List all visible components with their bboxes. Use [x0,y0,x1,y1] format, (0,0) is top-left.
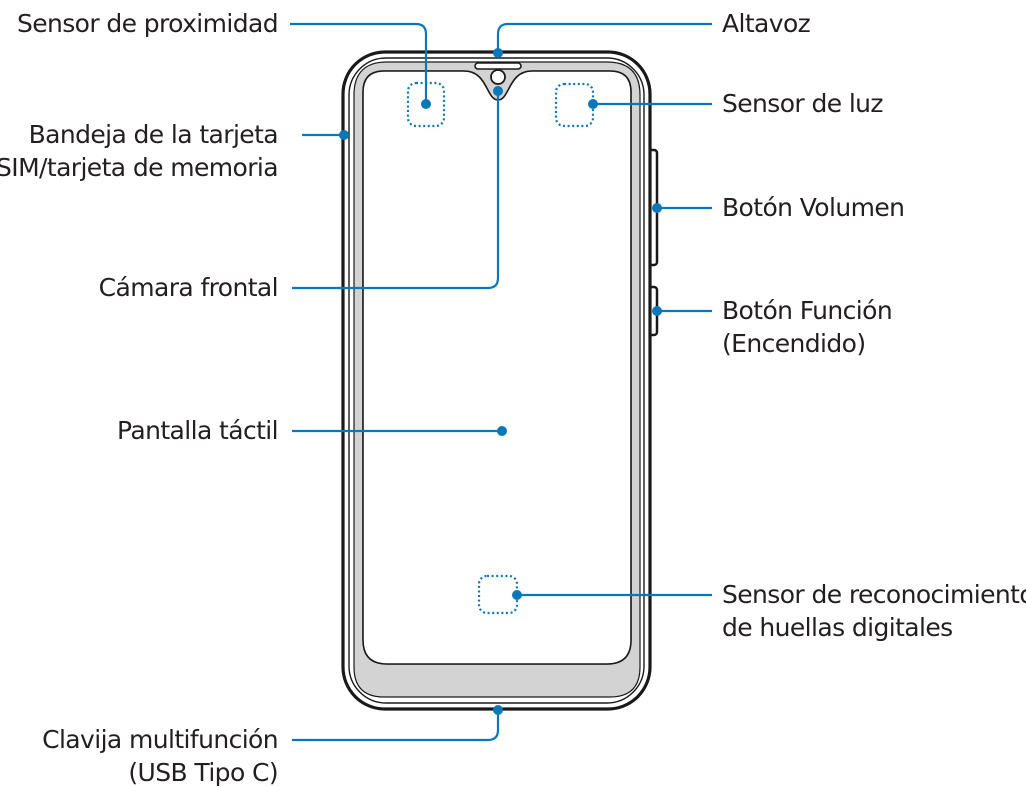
speaker-label: Altavoz [722,9,811,38]
proximity-sensor-leader [290,22,428,104]
side-key-dot [652,306,662,316]
front-camera-lens [490,69,506,85]
volume-key-dot [652,203,662,213]
proximity-sensor-label: Sensor de proximidad [16,9,279,38]
front-camera-leader [292,91,500,290]
fingerprint-sensor-label: Sensor de reconocimiento de huellas digi… [722,580,1026,642]
sim-tray-label: Bandeja de la tarjeta SIM/tarjeta de mem… [0,120,279,182]
speaker-leader [496,22,712,53]
phone-frame-inner [348,57,645,704]
fingerprint-sensor-area [477,574,519,615]
proximity-sensor-dot [421,99,431,109]
light-sensor-dot [588,99,598,109]
multipurpose-jack-leader [292,710,500,742]
fingerprint-sensor-dot [512,590,522,600]
light-sensor-label: Sensor de luz [722,89,884,118]
side-key-label: Botón Función (Encendido) [722,296,893,358]
speaker-slot [474,62,522,70]
multipurpose-jack-dot [493,705,503,715]
front-camera-dot [493,86,503,96]
multipurpose-jack-label: Clavija multifunción (USB Tipo C) [42,725,278,787]
touchscreen-dot [497,426,507,436]
front-camera-label: Cámara frontal [98,273,279,302]
speaker-dot [493,48,503,58]
volume-key-label: Botón Volumen [722,193,905,222]
sim-tray-dot [339,130,349,140]
touchscreen-label: Pantalla táctil [117,416,279,445]
